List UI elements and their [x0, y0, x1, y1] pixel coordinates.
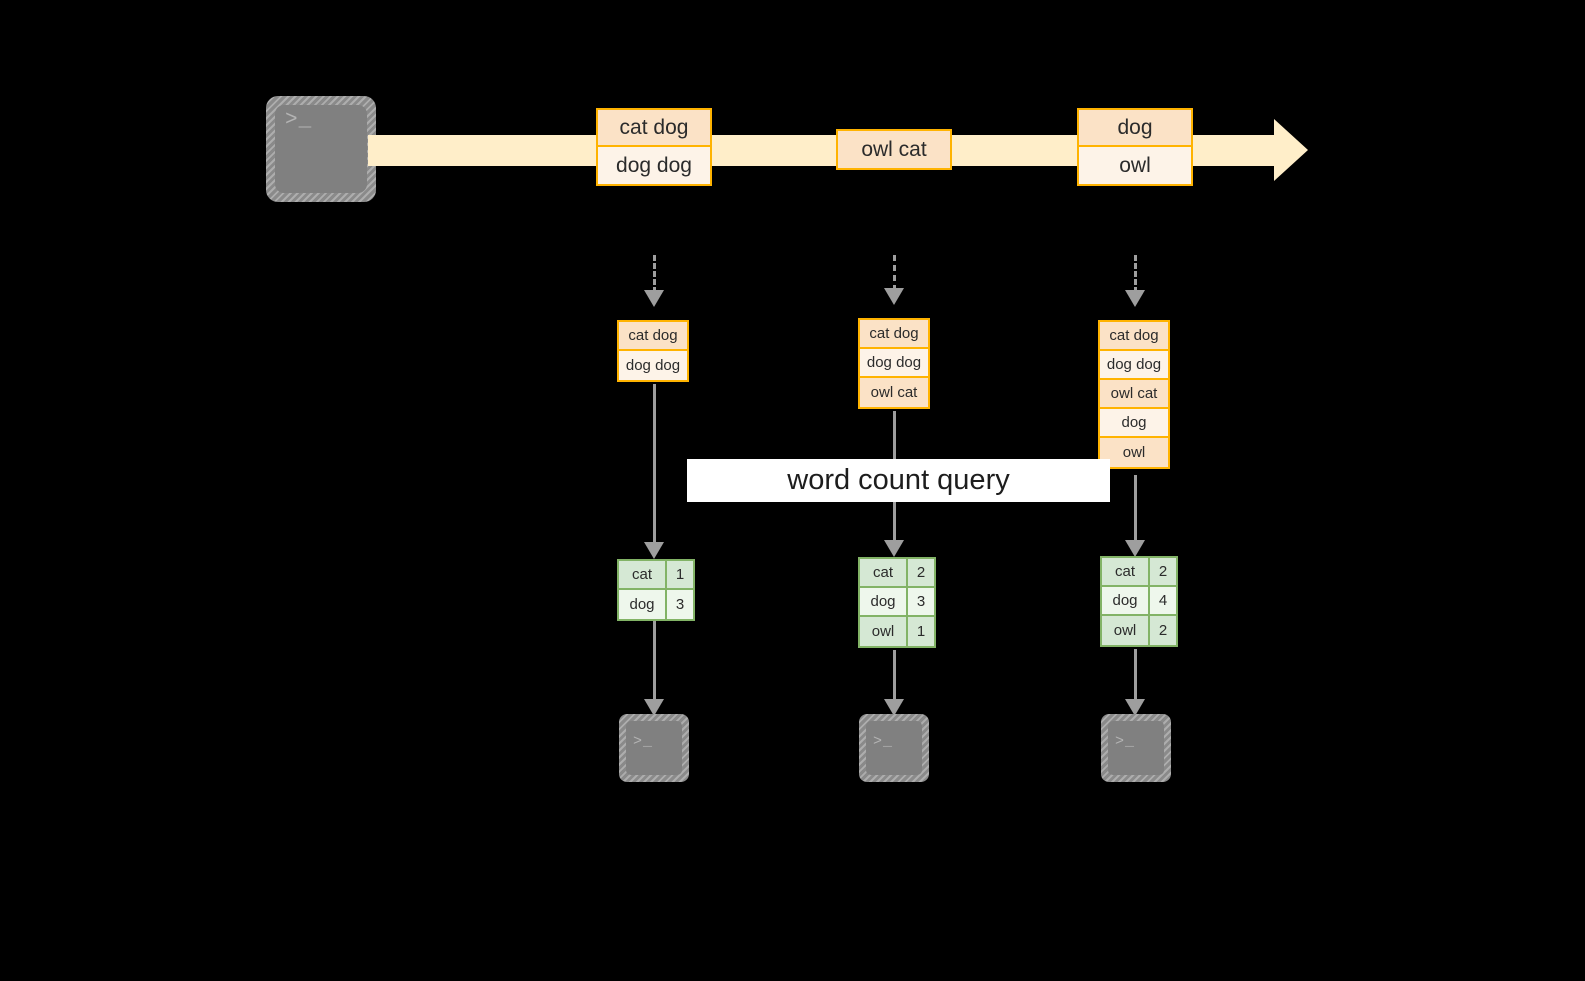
- stream-to-snapshot-connector: [893, 255, 896, 291]
- snapshot-input-line: cat dog: [619, 322, 687, 351]
- stream-record-line: owl: [1079, 147, 1191, 184]
- snapshot-input-line: dog dog: [860, 349, 928, 378]
- result-count: 2: [1150, 616, 1176, 645]
- query-connector-arrowhead: [1125, 540, 1145, 557]
- stream-record-line: dog dog: [598, 147, 710, 184]
- stream-record-line: cat dog: [598, 110, 710, 147]
- result-word: dog: [619, 590, 667, 619]
- snapshot-input-line: cat dog: [1100, 322, 1168, 351]
- result-count: 3: [667, 590, 693, 619]
- result-table: cat 1 dog 3: [617, 559, 695, 621]
- source-terminal-icon: >_: [266, 96, 376, 202]
- stream-to-snapshot-arrowhead: [644, 290, 664, 307]
- terminal-screen: [275, 105, 367, 193]
- query-label: word count query: [687, 459, 1110, 502]
- result-word: cat: [1102, 558, 1150, 585]
- query-connector: [1134, 475, 1137, 542]
- stream-record-group: dog owl: [1077, 108, 1193, 186]
- stream-record-group: cat dog dog dog: [596, 108, 712, 186]
- result-count: 3: [908, 588, 934, 615]
- result-to-sink-arrowhead: [1125, 699, 1145, 716]
- terminal-screen: [1108, 721, 1164, 775]
- query-connector-arrowhead: [644, 542, 664, 559]
- result-to-sink-arrowhead: [884, 699, 904, 716]
- sink-terminal-icon: >_: [859, 714, 929, 782]
- result-count: 2: [1150, 558, 1176, 585]
- query-connector-arrowhead: [884, 540, 904, 557]
- snapshot-input-line: owl: [1100, 438, 1168, 467]
- table-row: cat 2: [860, 559, 934, 588]
- table-row: dog 3: [860, 588, 934, 617]
- snapshot-input-line: dog dog: [1100, 351, 1168, 380]
- table-row: cat 2: [1102, 558, 1176, 587]
- stream-to-snapshot-arrowhead: [1125, 290, 1145, 307]
- snapshot-input-box: cat dog dog dog owl cat: [858, 318, 930, 409]
- result-word: cat: [619, 561, 667, 588]
- result-count: 2: [908, 559, 934, 586]
- snapshot-input-box: cat dog dog dog: [617, 320, 689, 382]
- result-word: owl: [1102, 616, 1150, 645]
- snapshot-input-line: dog: [1100, 409, 1168, 438]
- result-word: dog: [860, 588, 908, 615]
- result-count: 4: [1150, 587, 1176, 614]
- result-to-sink-connector: [893, 650, 896, 701]
- result-to-sink-connector: [1134, 649, 1137, 701]
- result-count: 1: [667, 561, 693, 588]
- stream-to-snapshot-arrowhead: [884, 288, 904, 305]
- stream-to-snapshot-connector: [1134, 255, 1137, 293]
- stream-record-line: owl cat: [838, 131, 950, 168]
- terminal-prompt-glyph: >_: [1115, 733, 1136, 750]
- stream-record-group: owl cat: [836, 129, 952, 170]
- stream-record-line: dog: [1079, 110, 1191, 147]
- result-table: cat 2 dog 4 owl 2: [1100, 556, 1178, 647]
- terminal-prompt-glyph: >_: [633, 733, 654, 750]
- snapshot-input-box: cat dog dog dog owl cat dog owl: [1098, 320, 1170, 469]
- table-row: cat 1: [619, 561, 693, 590]
- result-word: cat: [860, 559, 908, 586]
- result-word: owl: [860, 617, 908, 646]
- result-word: dog: [1102, 587, 1150, 614]
- sink-terminal-icon: >_: [619, 714, 689, 782]
- snapshot-input-line: cat dog: [860, 320, 928, 349]
- result-to-sink-arrowhead: [644, 699, 664, 716]
- stream-arrow-head: [1274, 119, 1308, 181]
- table-row: dog 3: [619, 590, 693, 619]
- query-connector: [653, 384, 656, 544]
- terminal-screen: [866, 721, 922, 775]
- stream-to-snapshot-connector: [653, 255, 656, 293]
- snapshot-input-line: owl cat: [860, 378, 928, 407]
- terminal-screen: [626, 721, 682, 775]
- snapshot-input-line: dog dog: [619, 351, 687, 380]
- terminal-prompt-glyph: >_: [873, 733, 894, 750]
- result-table: cat 2 dog 3 owl 1: [858, 557, 936, 648]
- table-row: dog 4: [1102, 587, 1176, 616]
- table-row: owl 1: [860, 617, 934, 646]
- result-count: 1: [908, 617, 934, 646]
- sink-terminal-icon: >_: [1101, 714, 1171, 782]
- terminal-prompt-glyph: >_: [285, 109, 313, 132]
- table-row: owl 2: [1102, 616, 1176, 645]
- result-to-sink-connector: [653, 621, 656, 701]
- snapshot-input-line: owl cat: [1100, 380, 1168, 409]
